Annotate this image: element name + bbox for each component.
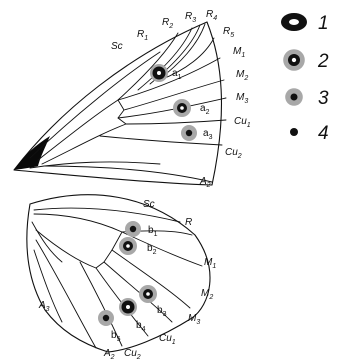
legend-spot-1 xyxy=(281,13,307,31)
label-m1: M1 xyxy=(233,46,245,59)
forewing-discal-cell xyxy=(117,99,127,125)
legend-number-4: 4 xyxy=(318,123,329,144)
forewing-vein-r1 xyxy=(117,32,179,101)
legend-item-1: 1 xyxy=(281,13,329,34)
spot-pupil xyxy=(289,19,299,25)
label-m3-hindwing: M3 xyxy=(188,313,200,326)
legend-item-2: 2 xyxy=(283,49,329,72)
label-r4: R4 xyxy=(206,9,217,22)
spot-black-center xyxy=(290,93,298,101)
legend-item-4: 4 xyxy=(290,123,329,144)
forewing-vein-cu2 xyxy=(99,135,223,146)
forewing-vein-sc xyxy=(29,51,161,159)
forewing-vein-a-inner xyxy=(29,161,161,169)
forewing-vein-r2 xyxy=(137,27,193,91)
hindwing-vein-cu2 xyxy=(79,261,123,347)
label-cu1-hindwing: Cu1 xyxy=(159,333,176,346)
label-m2-hindwing: M2 xyxy=(201,288,213,301)
label-sc-hindwing: Sc xyxy=(143,199,155,210)
spot-b5 xyxy=(98,310,114,326)
label-cu2: Cu2 xyxy=(225,147,242,160)
forewing-vein-cu-stem xyxy=(41,123,127,165)
label-m2: M2 xyxy=(236,69,248,82)
legend-spot-3 xyxy=(285,88,303,106)
label-spot-b4: b4 xyxy=(136,320,146,333)
forewing-vein-r-stem xyxy=(37,99,119,161)
label-sc-forewing: Sc xyxy=(111,41,123,52)
spot-a3 xyxy=(181,125,197,141)
label-spot-b3: b3 xyxy=(157,305,167,318)
label-m1-hindwing: M1 xyxy=(204,257,216,270)
label-a2-forewing: A2 xyxy=(199,176,211,189)
spot-b2 xyxy=(119,237,137,255)
spot-pupil xyxy=(126,305,130,309)
label-r2: R2 xyxy=(162,17,173,30)
spot-black-center xyxy=(129,225,137,233)
label-r1: R1 xyxy=(137,29,148,42)
forewing-basal-dark-patch xyxy=(14,136,50,170)
forewing-vein-cu1 xyxy=(125,119,227,125)
hindwing-discal-cell xyxy=(95,231,123,269)
forewing-vein-m1 xyxy=(117,57,221,101)
spot-b1 xyxy=(125,221,141,237)
forewing-vein-m2 xyxy=(123,79,225,111)
hindwing-vein-a-basal xyxy=(31,221,63,263)
legend-number-3: 3 xyxy=(318,88,329,109)
spot-pupil xyxy=(291,57,297,63)
legend-number-1: 1 xyxy=(318,13,329,34)
spot-a1 xyxy=(150,64,168,82)
label-spot-b2: b2 xyxy=(147,243,157,256)
forewing-vein-a2 xyxy=(43,165,213,183)
label-spot-b5: b5 xyxy=(111,330,121,343)
spot-pupil xyxy=(180,106,184,110)
hindwing-vein-m2 xyxy=(111,249,191,309)
hindwing-vein-sc xyxy=(33,207,181,223)
spot-a2 xyxy=(173,99,191,117)
legend-spot-2 xyxy=(283,49,305,71)
spot-pupil xyxy=(157,71,161,75)
hindwing xyxy=(26,194,211,353)
forewing-outline xyxy=(13,21,222,186)
spot-black-dot xyxy=(290,128,298,136)
label-r5: R5 xyxy=(223,26,234,39)
spot-pupil xyxy=(146,292,150,296)
label-spot-a1: a1 xyxy=(172,68,182,81)
label-r-hindwing: R xyxy=(185,217,192,228)
forewing-vein-labels: Sc R1 R2 R3 R4 R5 M1 M2 M3 Cu1 Cu2 A2 xyxy=(111,9,251,189)
hindwing-vein-r xyxy=(33,213,123,233)
eyespots xyxy=(98,64,197,326)
spot-pupil xyxy=(126,244,130,248)
hindwing-vein-cu-stem xyxy=(35,229,97,269)
legend: 1 2 3 4 xyxy=(281,13,329,144)
legend-spot-4 xyxy=(290,128,298,136)
hindwing-vein-labels: Sc R M1 M2 M3 Cu1 Cu2 A2 A3 xyxy=(38,199,216,361)
label-spot-a3: a3 xyxy=(203,128,213,141)
spot-labels: a1 a2 a3 b1 b2 b3 b4 b5 xyxy=(111,68,213,343)
label-cu1: Cu1 xyxy=(234,116,251,129)
label-a3-hindwing: A3 xyxy=(38,300,50,313)
spot-black-center xyxy=(185,129,193,137)
legend-item-3: 3 xyxy=(285,88,329,109)
hindwing-outline xyxy=(26,194,211,353)
spot-b3 xyxy=(139,285,157,303)
legend-number-2: 2 xyxy=(317,51,329,72)
hindwing-vein-a2 xyxy=(35,239,97,349)
label-spot-b1: b1 xyxy=(148,225,158,238)
label-a2-hindwing: A2 xyxy=(103,348,115,361)
label-cu2-hindwing: Cu2 xyxy=(124,348,141,361)
spot-b4 xyxy=(119,298,137,316)
spot-black-center xyxy=(102,314,110,322)
label-r3: R3 xyxy=(185,11,196,24)
label-spot-a2: a2 xyxy=(200,103,210,116)
label-m3: M3 xyxy=(236,92,248,105)
hindwing-vein-a3 xyxy=(33,249,63,323)
